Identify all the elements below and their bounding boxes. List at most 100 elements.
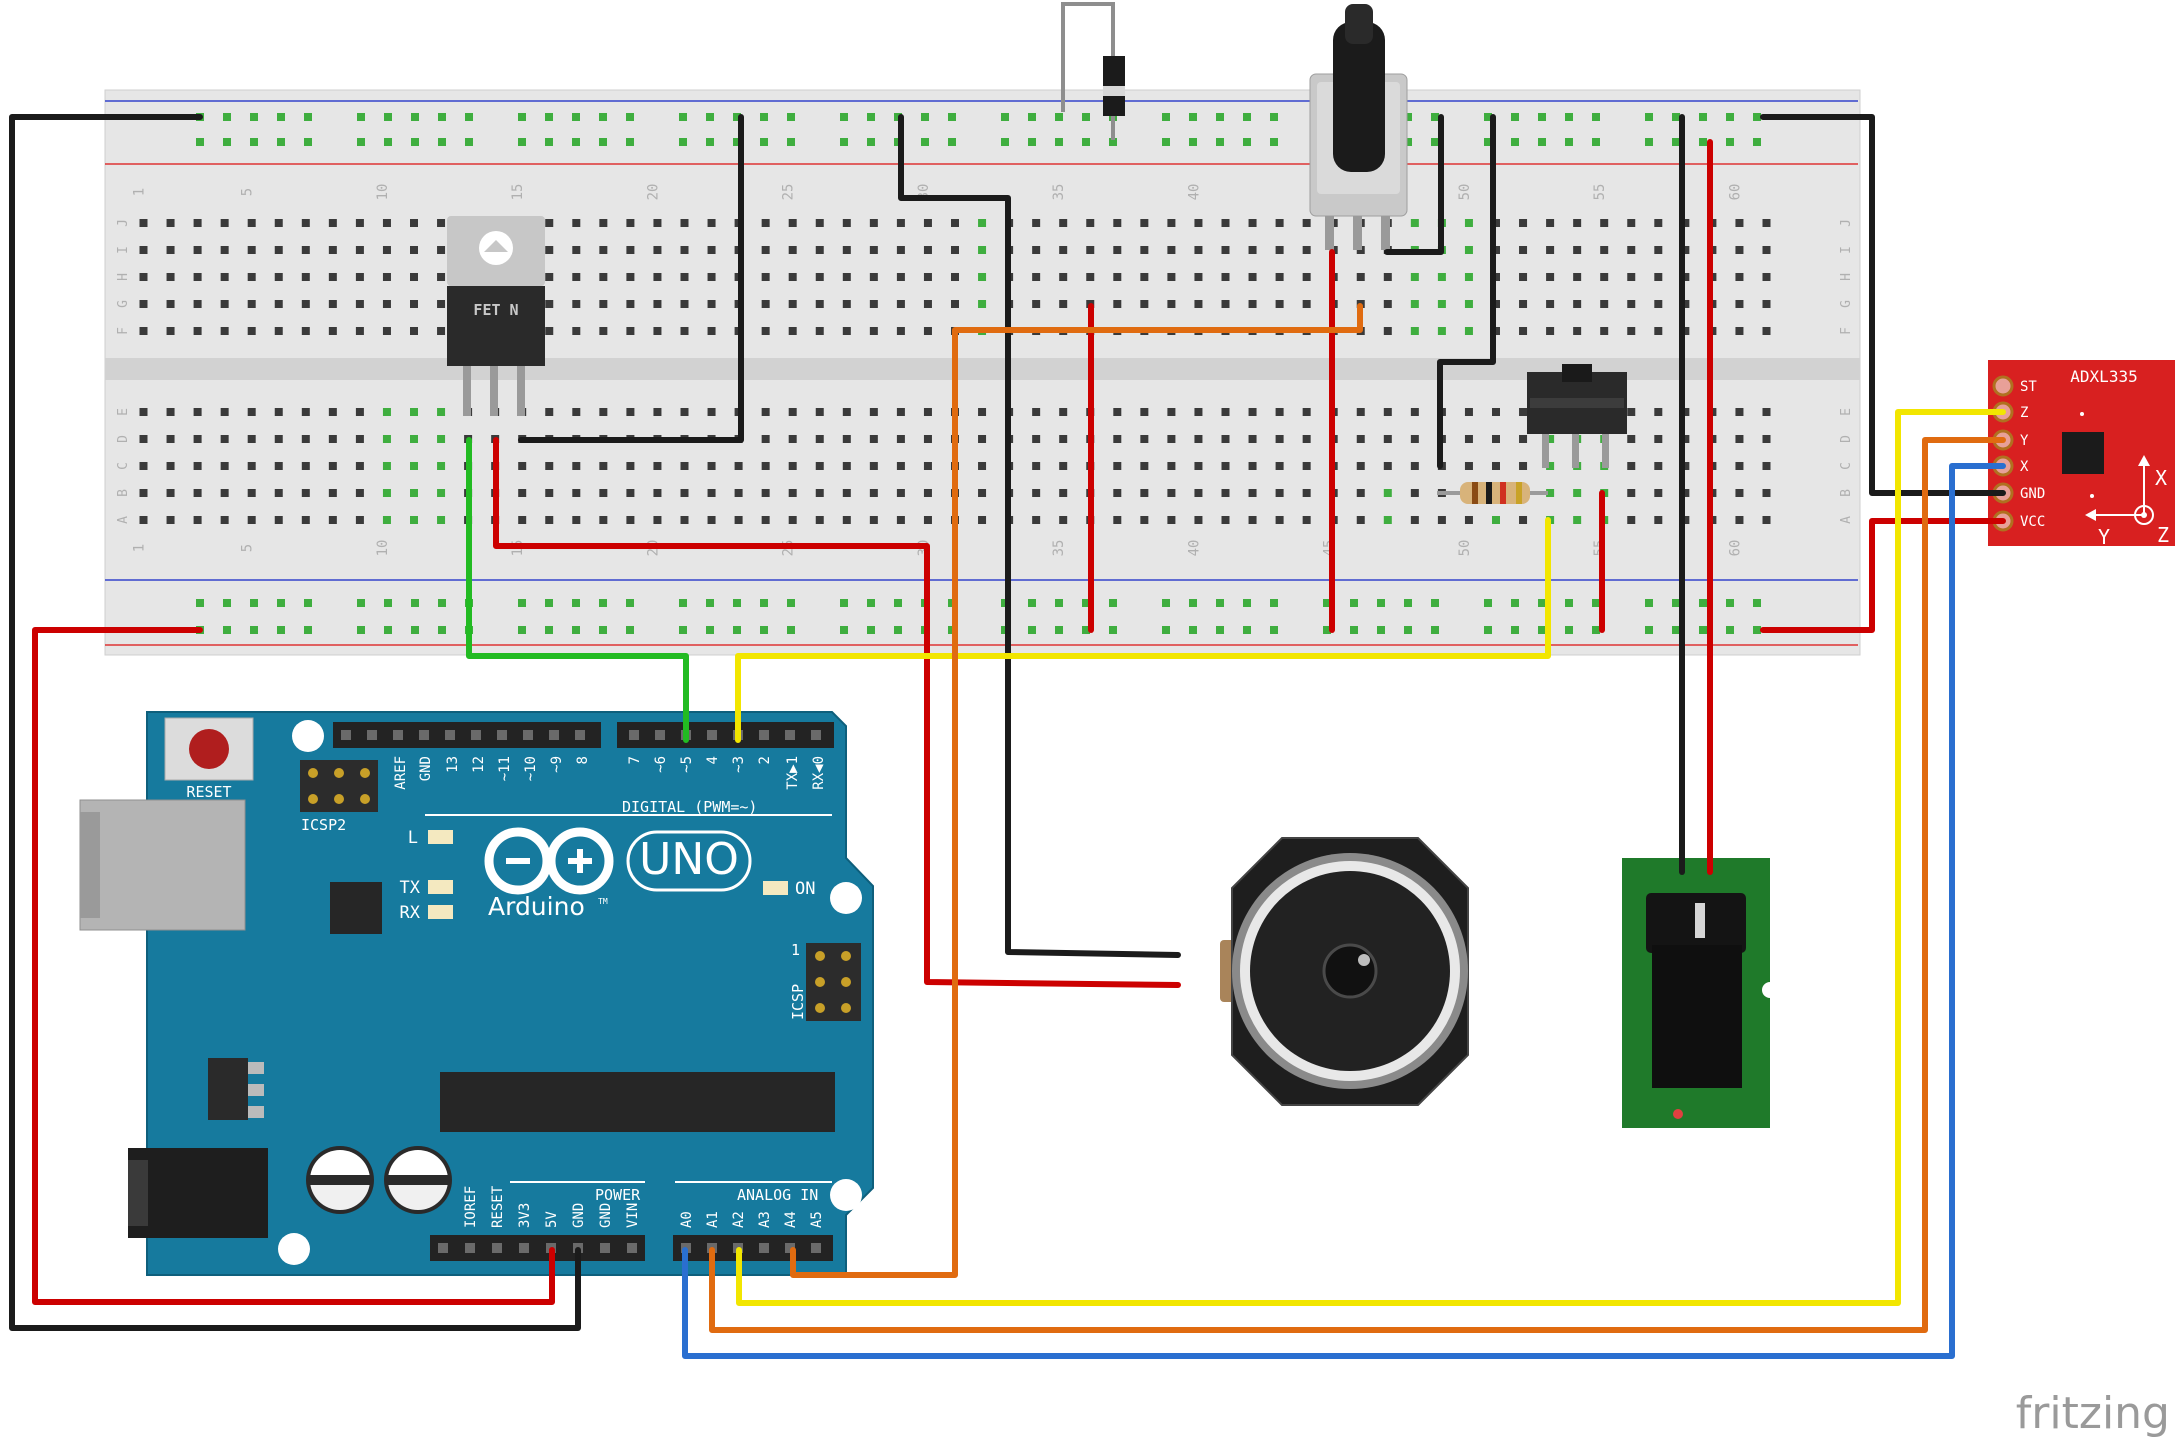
rail-hole: [223, 113, 231, 121]
rail-hole: [518, 113, 526, 121]
rail-hole: [1377, 599, 1385, 607]
breadboard-hole: [923, 489, 932, 497]
breadboard-hole: [1600, 246, 1609, 254]
rail-hole: [1699, 626, 1707, 634]
header-socket: [519, 1243, 529, 1253]
breadboard-hole: [1437, 300, 1446, 308]
rail-hole: [1672, 599, 1680, 607]
rail-hole: [572, 626, 580, 634]
breadboard-hole: [274, 435, 283, 443]
breadboard-hole: [545, 462, 554, 470]
digital-pin-label: 12: [471, 756, 487, 773]
brand-label: Arduino: [488, 892, 585, 921]
breadboard-hole: [978, 435, 987, 443]
rail-hole: [894, 626, 902, 634]
breadboard-hole: [1654, 408, 1663, 416]
breadboard-hole: [220, 408, 229, 416]
breadboard-hole: [1248, 300, 1257, 308]
rail-hole: [438, 626, 446, 634]
rail-hole: [1001, 138, 1009, 146]
breadboard-hole: [1546, 489, 1555, 497]
breadboard-hole: [572, 516, 581, 524]
column-number: 35: [1051, 540, 1067, 557]
breadboard-hole: [382, 219, 391, 227]
digital-header-right: [617, 722, 834, 748]
breadboard-hole: [1762, 327, 1771, 335]
breadboard-hole: [1059, 273, 1068, 281]
breadboard-hole: [1546, 327, 1555, 335]
breadboard-hole: [1410, 435, 1419, 443]
breadboard-hole: [923, 435, 932, 443]
rail-hole: [760, 599, 768, 607]
breadboard-hole: [1546, 219, 1555, 227]
rail-hole: [384, 138, 392, 146]
breadboard-hole: [923, 327, 932, 335]
breadboard-hole: [1248, 273, 1257, 281]
rail-hole: [1270, 113, 1278, 121]
rail-hole: [1511, 599, 1519, 607]
breadboard-hole: [923, 300, 932, 308]
breadboard-hole: [1194, 300, 1203, 308]
rail-hole: [1511, 626, 1519, 634]
breadboard-hole: [193, 300, 202, 308]
rail-hole: [1672, 138, 1680, 146]
digital-pin-label: ~11: [497, 756, 513, 781]
breadboard-hole: [1654, 462, 1663, 470]
breadboard-hole: [1032, 300, 1041, 308]
rail-hole: [948, 138, 956, 146]
rail-hole: [733, 113, 741, 121]
breadboard-hole: [869, 462, 878, 470]
breadboard-hole: [139, 489, 148, 497]
rail-hole: [1162, 138, 1170, 146]
breadboard-hole: [1113, 219, 1122, 227]
breadboard-hole: [1194, 516, 1203, 524]
icsp2-label: ICSP2: [301, 816, 346, 834]
rail-hole: [1082, 599, 1090, 607]
rail-hole: [1645, 599, 1653, 607]
breadboard-hole: [788, 408, 797, 416]
rail-hole: [1538, 138, 1546, 146]
breadboard-hole: [815, 246, 824, 254]
rail-hole: [867, 599, 875, 607]
row-letter: C: [116, 462, 131, 470]
breadboard-hole: [382, 273, 391, 281]
breadboard-hole: [761, 435, 770, 443]
breadboard-hole: [1302, 219, 1311, 227]
breadboard-hole: [1519, 273, 1528, 281]
rail-hole: [250, 113, 258, 121]
rail-hole: [223, 138, 231, 146]
rail-hole: [1484, 599, 1492, 607]
breadboard-hole: [842, 273, 851, 281]
breadboard-hole: [1464, 300, 1473, 308]
breadboard-hole: [1140, 435, 1149, 443]
rail-hole: [787, 138, 795, 146]
breadboard-hole: [734, 516, 743, 524]
rail-hole: [1484, 113, 1492, 121]
header-socket: [759, 1243, 769, 1253]
rail-hole: [1565, 626, 1573, 634]
breadboard-hole: [1735, 408, 1744, 416]
breadboard-hole: [599, 219, 608, 227]
breadboard-hole: [978, 219, 987, 227]
rail-hole: [706, 599, 714, 607]
breadboard-hole: [1654, 489, 1663, 497]
reset-button-cap[interactable]: [189, 729, 229, 769]
breadboard-hole: [1627, 462, 1636, 470]
breadboard-hole: [220, 219, 229, 227]
breadboard-hole: [626, 273, 635, 281]
rail-hole: [1753, 599, 1761, 607]
breadboard-hole: [626, 408, 635, 416]
rail-hole: [438, 113, 446, 121]
axis-z-label: Z: [2157, 523, 2169, 547]
breadboard-hole: [1275, 435, 1284, 443]
header-socket: [497, 730, 507, 740]
breadboard-hole: [1275, 408, 1284, 416]
breadboard-hole: [382, 408, 391, 416]
breadboard-hole: [1410, 219, 1419, 227]
breadboard-hole: [328, 219, 337, 227]
breadboard-hole: [1735, 273, 1744, 281]
breadboard-hole: [1356, 435, 1365, 443]
digital-pin-label: GND: [418, 756, 434, 781]
